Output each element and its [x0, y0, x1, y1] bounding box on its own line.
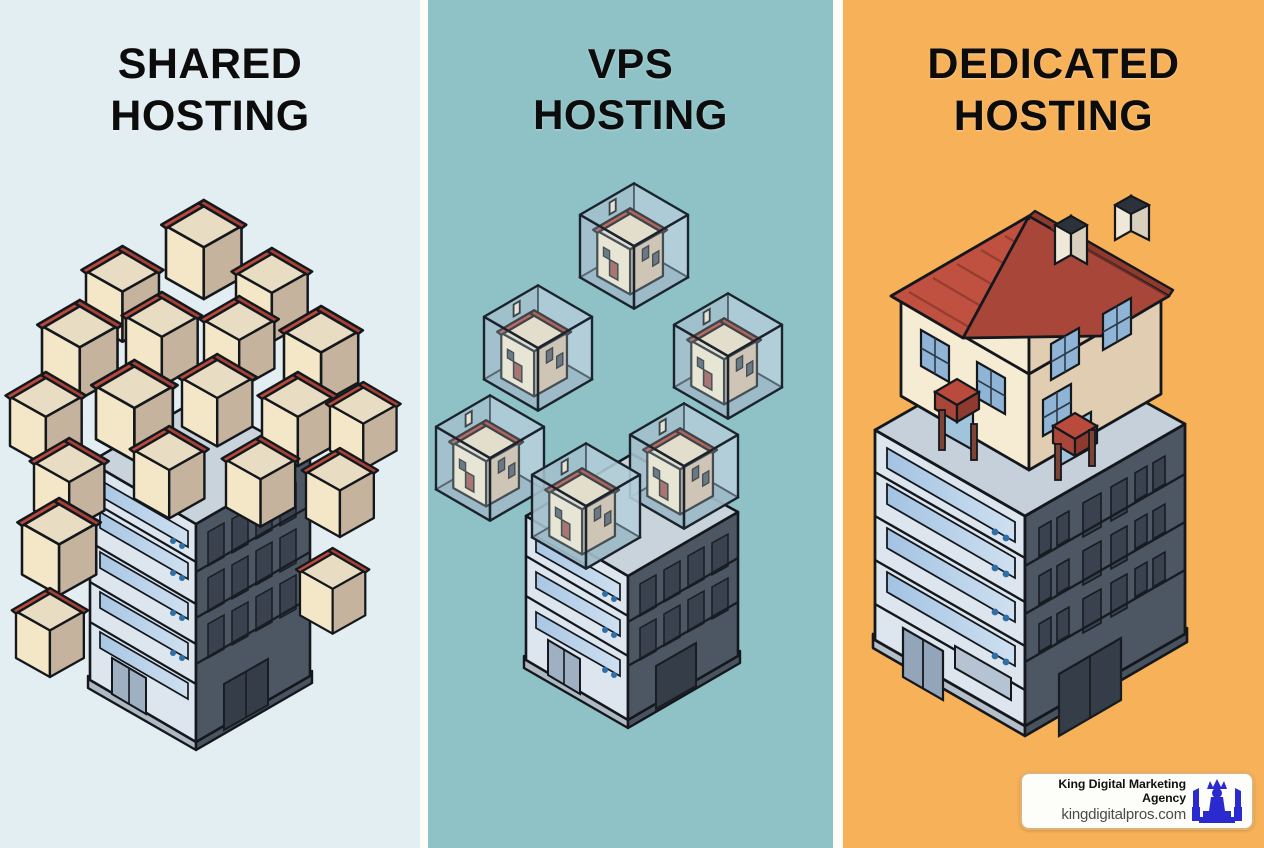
chess-king-icon — [1192, 779, 1242, 823]
vps-cube-mid-right — [672, 292, 784, 420]
panel-title-dedicated: DEDICATED HOSTING — [927, 40, 1180, 141]
shared-server-tower — [86, 396, 314, 752]
vps-cube-bottom-left — [434, 394, 546, 522]
shared-hosting-illustration — [4, 198, 402, 752]
porch-left — [932, 377, 982, 461]
panel-title-shared: SHARED HOSTING — [110, 40, 310, 141]
panel-dedicated-hosting: DEDICATED HOSTING — [843, 0, 1264, 848]
chimney-left — [1052, 214, 1090, 266]
panel-divider-1 — [420, 0, 428, 848]
vps-cube-mid-left — [482, 284, 594, 412]
logo-company-name: King Digital Marketing Agency — [1058, 777, 1186, 806]
logo-website: kingdigitalpros.com — [1061, 805, 1186, 823]
panel-title-vps: VPS HOSTING — [533, 40, 728, 139]
dedicated-hosting-illustration — [871, 194, 1189, 738]
panel-vps-hosting: VPS HOSTING — [428, 0, 833, 848]
porch-right — [1050, 410, 1100, 481]
panel-shared-hosting: SHARED HOSTING — [0, 0, 420, 848]
vps-server-tower — [522, 452, 742, 730]
dedicated-main-house — [889, 194, 1175, 481]
panel-divider-2 — [833, 0, 843, 848]
logo-badge[interactable]: King Digital Marketing Agency kingdigita… — [1020, 772, 1254, 830]
vps-hosting-illustration — [434, 182, 784, 730]
logo-text-block: King Digital Marketing Agency kingdigita… — [1031, 778, 1191, 823]
chimney-right — [1112, 194, 1152, 242]
vps-cube-top — [578, 182, 690, 310]
